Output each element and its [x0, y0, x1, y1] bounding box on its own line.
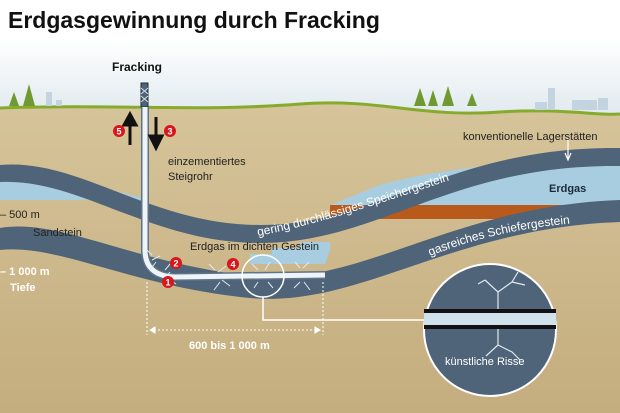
- step-marker-3: [164, 125, 176, 137]
- label-erdgas-dicht: Erdgas im dichten Gestein: [190, 241, 319, 253]
- trees: [9, 84, 477, 106]
- arrow-up-icon: [121, 110, 139, 145]
- detail-magnifier: [423, 263, 557, 397]
- arrow-gas-icon: [564, 138, 572, 162]
- label-erdgas: Erdgas: [549, 183, 586, 195]
- gas-in-rock: [250, 242, 330, 264]
- step-marker-2: [170, 257, 182, 269]
- step-label-1: 1: [165, 278, 170, 288]
- page-title: Erdgasgewinnung durch Fracking: [8, 7, 380, 33]
- grass-line: [0, 101, 620, 116]
- label-depth-500: – 500 m: [0, 209, 40, 221]
- step-marker-5: [113, 125, 125, 137]
- label-konventionelle: konventionelle Lagerstätten: [463, 131, 598, 143]
- step-marker-1: [162, 276, 174, 288]
- arrow-down-icon: [147, 117, 165, 152]
- fractures: [145, 248, 311, 291]
- town-silhouettes: [46, 88, 608, 110]
- label-distance: 600 bis 1 000 m: [189, 340, 270, 352]
- distance-dimension: [146, 282, 324, 335]
- label-depth-1000: – 1 000 m: [0, 266, 50, 278]
- label-risse: künstliche Risse: [445, 356, 524, 368]
- label-steigrohr-1: einzementiertes: [168, 156, 246, 168]
- step-label-3: 3: [167, 127, 172, 137]
- step-label-2: 2: [173, 259, 178, 269]
- derrick: [140, 82, 149, 108]
- label-sandstein: Sandstein: [33, 227, 82, 239]
- well-pipe-inner: [142, 107, 326, 280]
- step-marker-4: [227, 258, 239, 270]
- step-label-5: 5: [116, 127, 121, 137]
- step-label-4: 4: [230, 260, 235, 270]
- label-steigrohr-2: Steigrohr: [168, 171, 213, 183]
- speichergestein-band: [0, 147, 620, 243]
- label-tiefe: Tiefe: [10, 282, 35, 294]
- label-fracking: Fracking: [112, 60, 162, 74]
- detail-connector: [262, 297, 425, 321]
